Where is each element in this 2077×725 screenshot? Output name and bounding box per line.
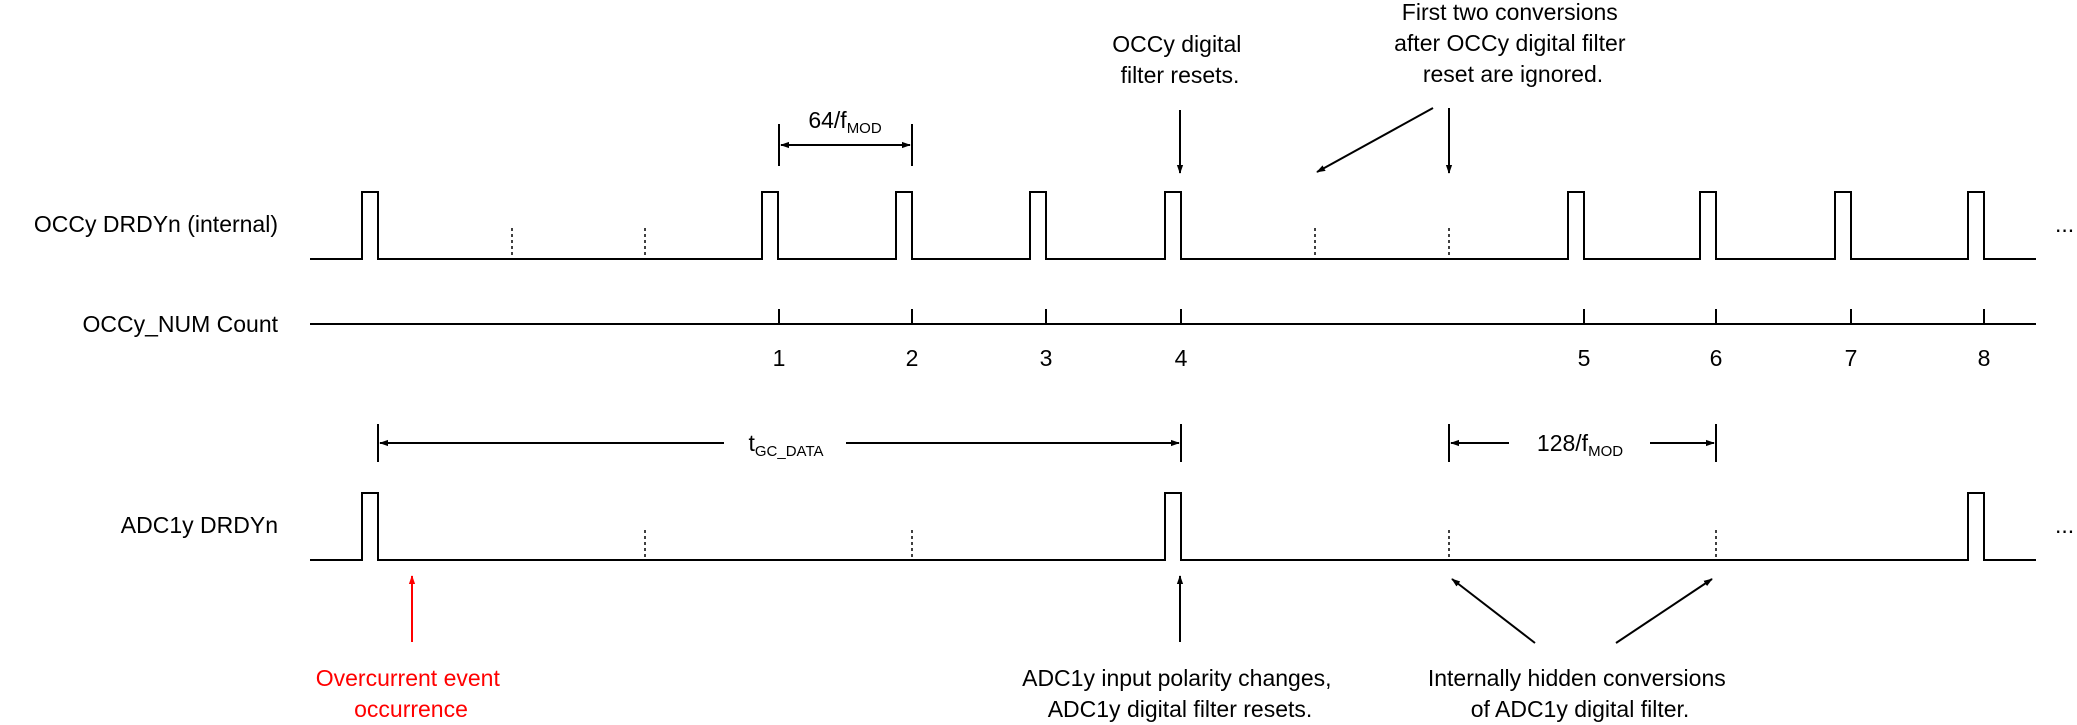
occy-drdyn-waveform [310,191,2036,260]
overcurrent-annotation: Overcurrent event occurrence [316,665,506,722]
ignored-conversions-annotation: First two conversions after OCCy digital… [1394,0,1632,87]
count-number: 5 [1578,345,1591,371]
count-number: 2 [906,345,919,371]
count-number: 8 [1978,345,1991,371]
count-ticks: 1 2 3 4 5 6 7 8 [773,309,1991,371]
adc1y-drdyn-label: ADC1y DRDYn [121,512,278,538]
adc1y-drdyn-waveform [310,492,2036,561]
count-number: 6 [1710,345,1723,371]
occy-continuation: ... [2055,211,2074,237]
occy-num-count-label: OCCy_NUM Count [82,311,278,337]
tgc-label: tGC_DATA [748,430,823,460]
hidden-arrow-left [1451,578,1536,644]
occy-drdyn-label: OCCy DRDYn (internal) [34,211,278,237]
adc1y-continuation: ... [2055,512,2074,538]
count-number: 4 [1175,345,1188,371]
ignored-arrow-diagonal [1316,107,1434,173]
count-number: 1 [773,345,786,371]
filter-reset-annotation: OCCy digital filter resets. [1112,31,1248,88]
t64-label: 64/fMOD [808,107,882,137]
count-number: 7 [1845,345,1858,371]
hidden-arrow-right [1615,578,1713,644]
count-number: 3 [1040,345,1053,371]
polarity-annotation: ADC1y input polarity changes, ADC1y digi… [1022,665,1338,722]
hidden-conversions-annotation: Internally hidden conversions of ADC1y d… [1428,665,1732,722]
t128-label: 128/fMOD [1537,430,1623,460]
